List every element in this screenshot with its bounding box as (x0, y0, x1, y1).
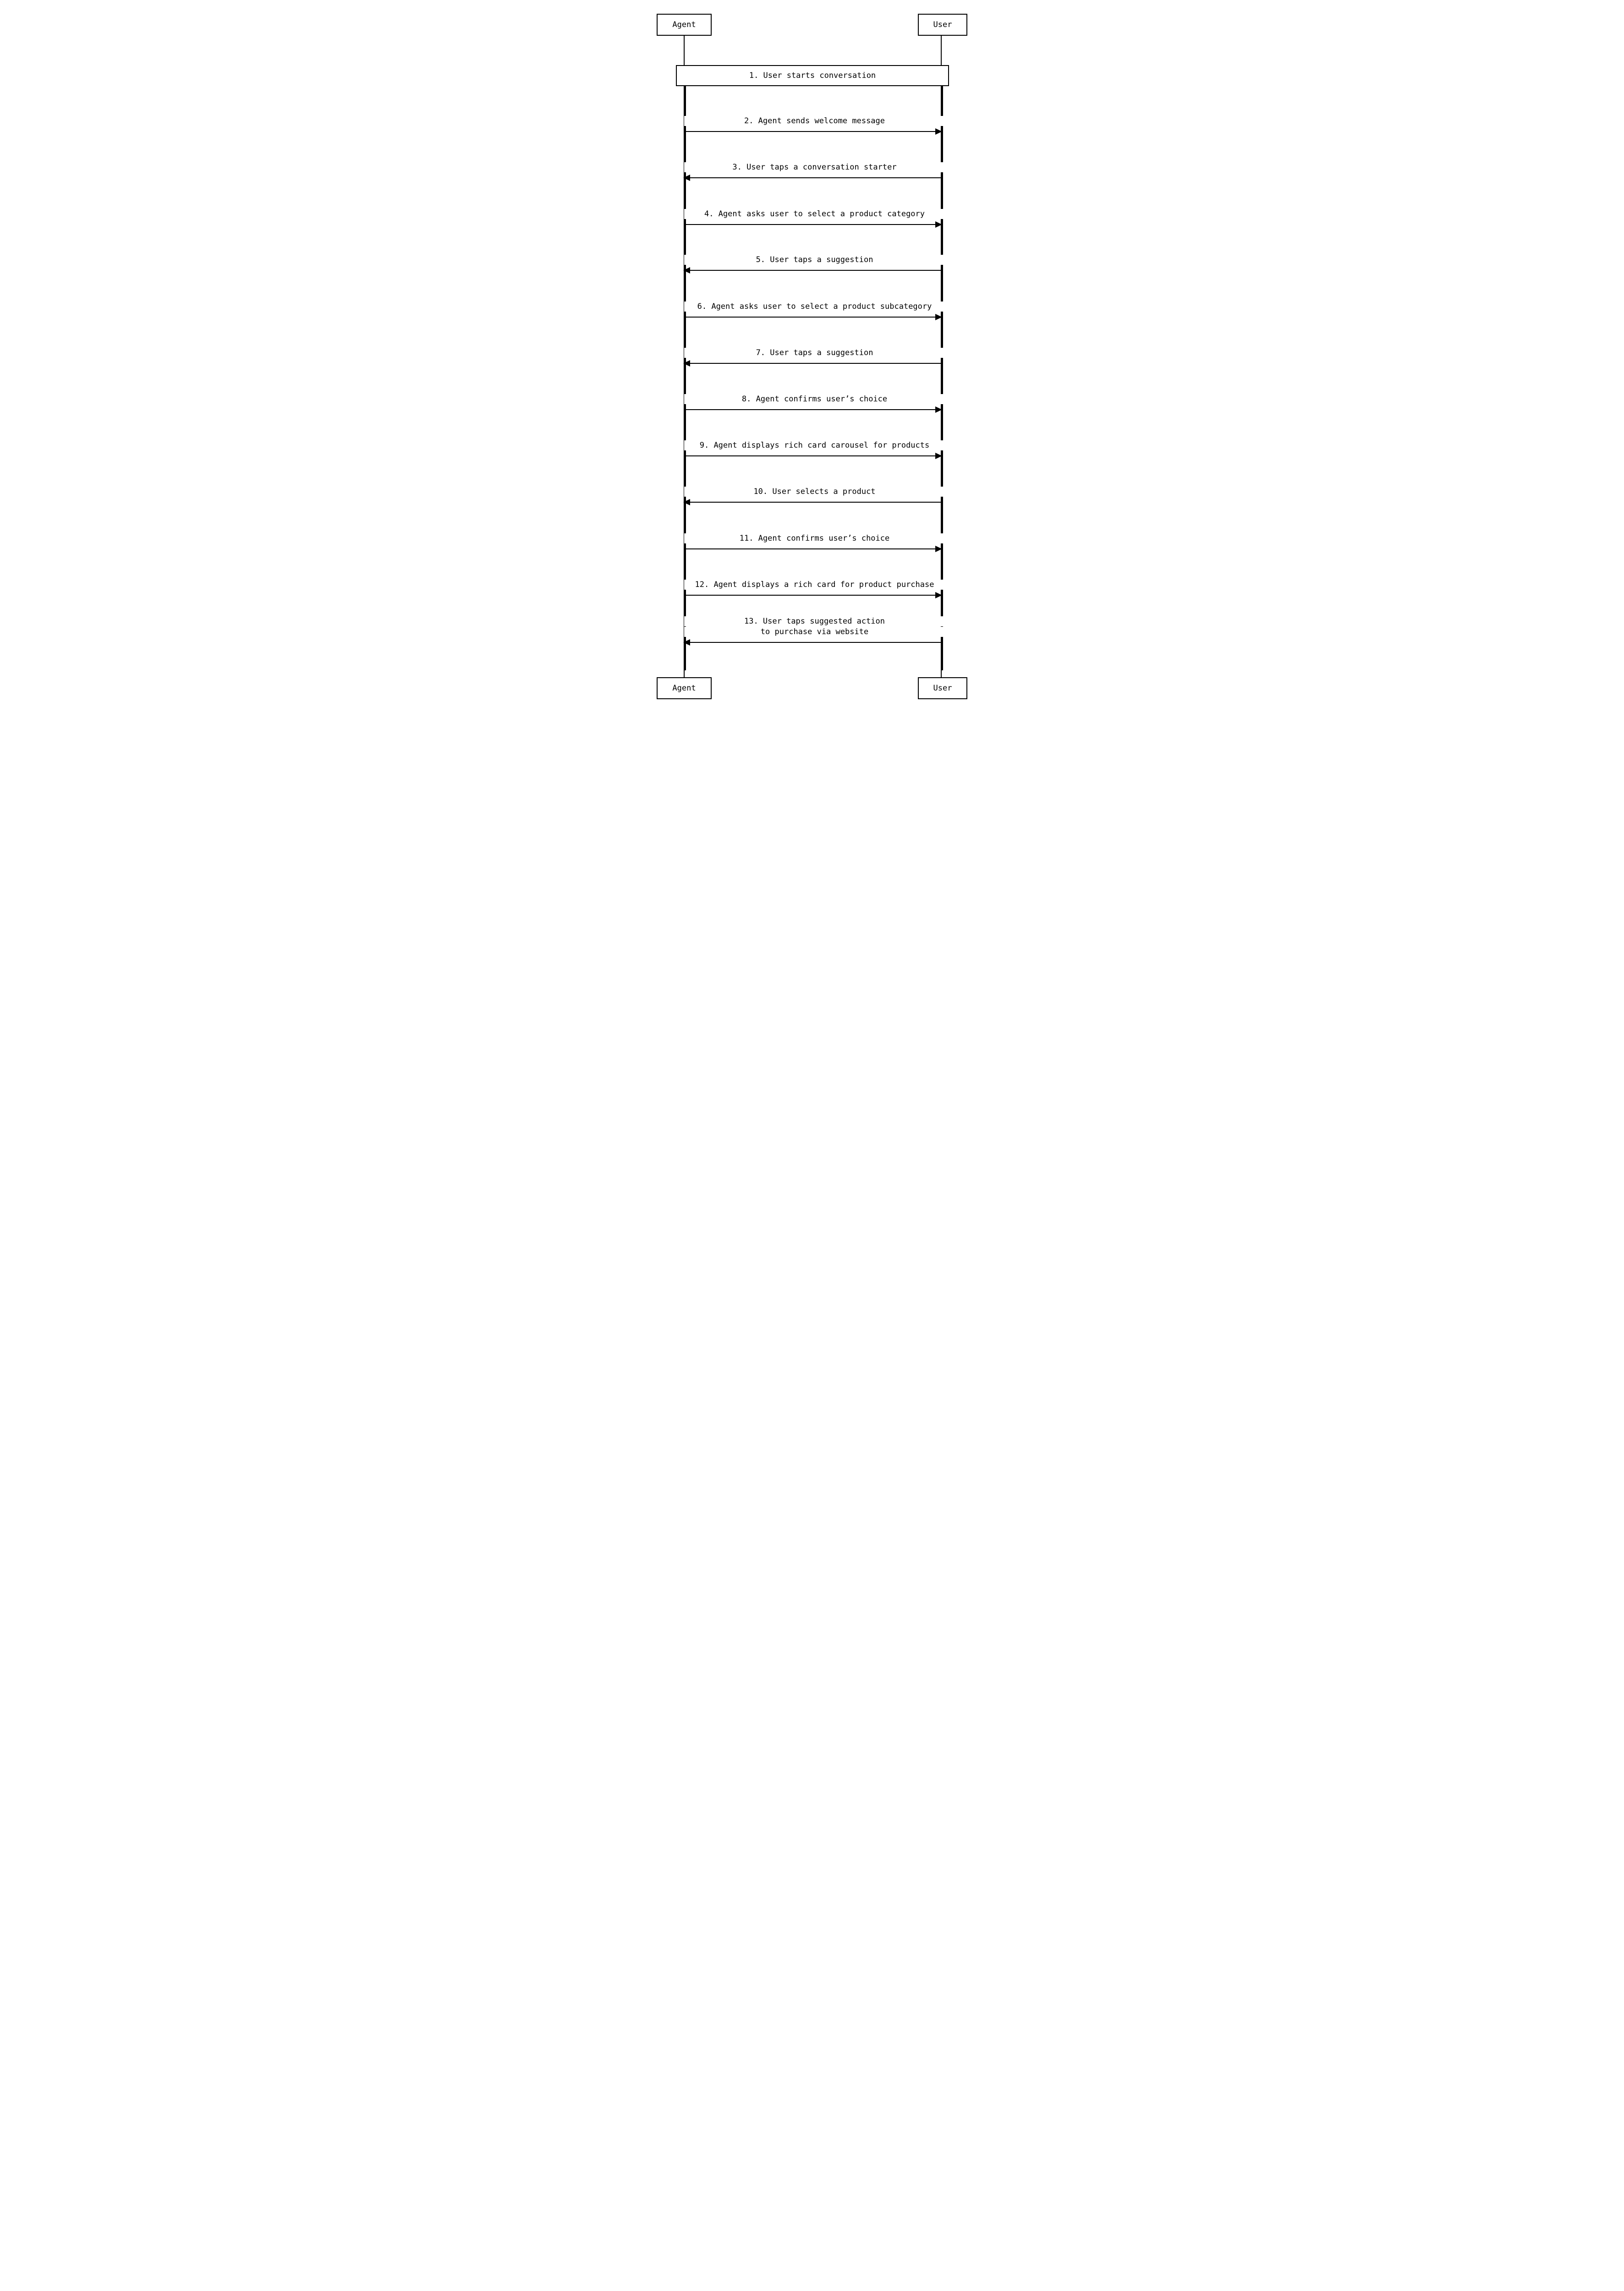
message-label-11: 11. Agent confirms user’s choice (684, 533, 945, 544)
message-line-3 (690, 177, 941, 178)
message-line-8 (684, 409, 935, 410)
activation-bar-user (940, 86, 943, 670)
note-box-step-1[interactable]: 1. User starts conversation (676, 65, 949, 86)
message-line-6 (684, 317, 935, 318)
participant-label-agent-bottom: Agent (672, 684, 696, 693)
message-line-7 (690, 363, 941, 364)
message-arrowhead-11 (935, 546, 942, 552)
message-arrowhead-9 (935, 453, 942, 459)
message-label-5: 5. User taps a suggestion (684, 255, 945, 265)
message-line-10 (690, 502, 941, 503)
message-line-2 (684, 131, 935, 132)
message-label-10: 10. User selects a product (684, 487, 945, 497)
participant-box-user-bottom[interactable]: User (918, 677, 967, 699)
message-arrowhead-10 (683, 499, 690, 505)
note-label-step-1: 1. User starts conversation (749, 71, 876, 80)
message-label-8: 8. Agent confirms user’s choice (684, 394, 945, 405)
message-label-12: 12. Agent displays a rich card for produ… (684, 580, 945, 590)
activation-bar-agent (683, 86, 686, 670)
message-line-11 (684, 548, 935, 549)
sequence-diagram-canvas: Agent User 1. User starts conversation 2… (642, 0, 982, 714)
message-label-4: 4. Agent asks user to select a product c… (684, 209, 945, 219)
message-line-4 (684, 224, 935, 225)
message-arrowhead-5 (683, 267, 690, 274)
participant-box-user-top[interactable]: User (918, 14, 967, 36)
message-arrowhead-8 (935, 406, 942, 413)
participant-box-agent-bottom[interactable]: Agent (657, 677, 712, 699)
message-arrowhead-2 (935, 128, 942, 135)
message-label-3: 3. User taps a conversation starter (684, 162, 945, 173)
message-line-12 (684, 595, 935, 596)
message-label-2: 2. Agent sends welcome message (684, 116, 945, 126)
message-line-13 (690, 642, 941, 643)
message-label-13-line-2: to purchase via website (684, 627, 945, 637)
participant-box-agent-top[interactable]: Agent (657, 14, 712, 36)
message-label-9: 9. Agent displays rich card carousel for… (684, 440, 945, 451)
message-arrowhead-7 (683, 360, 690, 367)
message-arrowhead-6 (935, 314, 942, 320)
participant-label-agent-top: Agent (672, 20, 696, 29)
participant-label-user-top: User (933, 20, 952, 29)
message-arrowhead-4 (935, 221, 942, 228)
message-line-5 (690, 270, 941, 271)
message-label-7: 7. User taps a suggestion (684, 348, 945, 358)
message-label-6: 6. Agent asks user to select a product s… (684, 301, 945, 312)
message-arrowhead-3 (683, 175, 690, 181)
message-arrowhead-12 (935, 592, 942, 598)
message-arrowhead-13 (683, 639, 690, 646)
message-label-13-line-1: 13. User taps suggested action (684, 616, 945, 627)
message-line-9 (684, 455, 935, 456)
participant-label-user-bottom: User (933, 684, 952, 693)
